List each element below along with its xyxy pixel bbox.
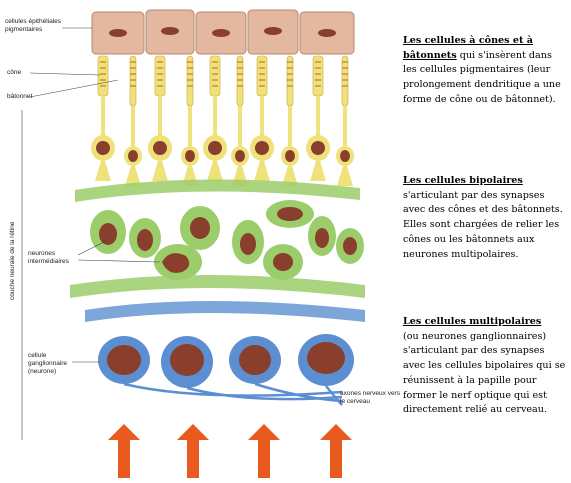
cone-cell: [306, 56, 330, 181]
bipolar-body: s'articulant par des synapses avec des c…: [403, 189, 568, 263]
pigment-epithelium: [92, 10, 354, 54]
rod-cell: [181, 56, 199, 186]
label-epithelial: cellules épithéliales pigmentaires: [5, 18, 63, 34]
ganglion-layer: [85, 301, 365, 405]
label-neural-layer: couche neurale de la rétine: [9, 222, 16, 300]
cones-rods-text: Les cellules à cônes et à bâtonnets qui …: [403, 34, 568, 108]
bipolar-heading: Les cellules bipolaires: [403, 174, 568, 189]
cone-cell: [250, 56, 274, 181]
photoreceptor-layer: [91, 56, 354, 186]
rod-cell: [336, 56, 354, 186]
label-cone: cône: [7, 69, 21, 77]
rod-cell: [231, 56, 249, 186]
multipolar-heading: Les cellules multipolaires: [403, 315, 568, 330]
label-ganglion: cellule ganglionnaire (neurone): [28, 352, 80, 376]
multipolar-text: Les cellules multipolaires (ou neurones …: [403, 315, 568, 418]
rod-cell: [124, 56, 142, 186]
cone-cell: [203, 56, 227, 181]
label-rod: bâtonnet: [7, 93, 32, 101]
multipolar-body: (ou neurones ganglionnaires) s'articulan…: [403, 330, 568, 418]
bipolar-text: Les cellules bipolaires s'articulant par…: [403, 174, 568, 262]
light-arrows: [108, 424, 352, 478]
cone-cell: [148, 56, 172, 181]
bipolar-layer: [70, 179, 365, 298]
rod-cell: [281, 56, 299, 186]
retina-diagram: [0, 0, 400, 483]
label-axons: axones nerveux vers le cerveau: [340, 390, 400, 406]
label-intermediate: neurones intermédiaires: [28, 250, 80, 266]
